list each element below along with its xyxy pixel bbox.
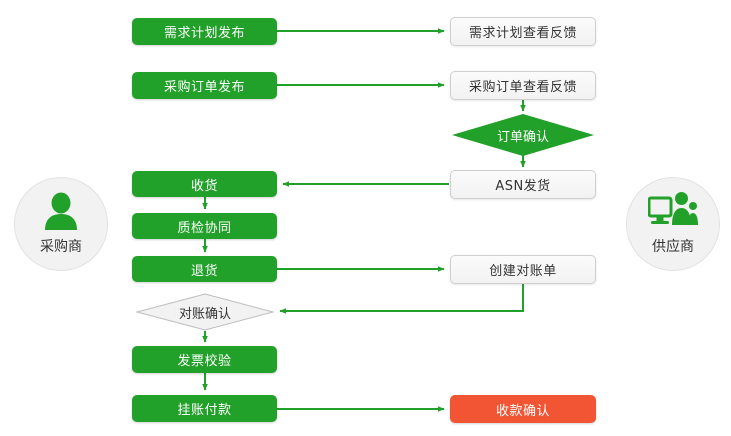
- node-goods-receipt-label: 收货: [190, 178, 218, 194]
- node-demand-plan-feedback[interactable]: 需求计划查看反馈: [450, 17, 596, 46]
- persona-supplier[interactable]: 供应商: [626, 177, 720, 271]
- node-invoice-verify[interactable]: 发票校验: [132, 346, 277, 373]
- node-create-statement[interactable]: 创建对账单: [450, 255, 596, 284]
- node-payable-payment-label: 挂账付款: [177, 403, 232, 418]
- node-reconcile-confirm-label: 对账确认: [178, 306, 231, 322]
- node-order-confirm-label: 订单确认: [496, 129, 549, 145]
- node-invoice-verify-label: 发票校验: [177, 354, 232, 369]
- node-po-feedback[interactable]: 采购订单查看反馈: [450, 71, 596, 100]
- node-asn-shipment-label: ASN发货: [495, 179, 551, 194]
- node-payment-confirm[interactable]: 收款确认: [450, 395, 596, 423]
- connector-statement-to-reconcile: [279, 283, 524, 314]
- node-asn-shipment[interactable]: ASN发货: [450, 170, 596, 199]
- person-at-computer-icon: [647, 192, 698, 234]
- node-create-statement-label: 创建对账单: [489, 264, 557, 279]
- node-po-feedback-label: 采购订单查看反馈: [468, 80, 577, 95]
- node-return-goods-label: 退货: [190, 263, 218, 279]
- person-icon: [41, 192, 81, 234]
- node-order-confirm[interactable]: 订单确认: [452, 114, 594, 156]
- node-payment-confirm-label: 收款确认: [495, 403, 550, 419]
- node-goods-receipt[interactable]: 收货: [132, 171, 277, 197]
- node-quality-collab-label: 质检协同: [177, 220, 232, 236]
- node-return-goods[interactable]: 退货: [132, 256, 277, 282]
- persona-buyer-label: 采购商: [40, 239, 82, 255]
- diamond-shape-green: [452, 114, 594, 156]
- node-demand-plan-publish-label: 需求计划发布: [163, 26, 245, 41]
- node-po-publish-label: 采购订单发布: [163, 80, 245, 95]
- node-payable-payment[interactable]: 挂账付款: [132, 395, 277, 422]
- node-quality-collab[interactable]: 质检协同: [132, 213, 277, 239]
- diamond-shape-gray: [136, 293, 274, 331]
- node-demand-plan-publish[interactable]: 需求计划发布: [132, 18, 277, 45]
- persona-buyer[interactable]: 采购商: [14, 177, 108, 271]
- persona-supplier-label: 供应商: [652, 239, 694, 255]
- node-reconcile-confirm[interactable]: 对账确认: [136, 293, 274, 331]
- node-po-publish[interactable]: 采购订单发布: [132, 72, 277, 99]
- node-demand-plan-feedback-label: 需求计划查看反馈: [468, 26, 577, 41]
